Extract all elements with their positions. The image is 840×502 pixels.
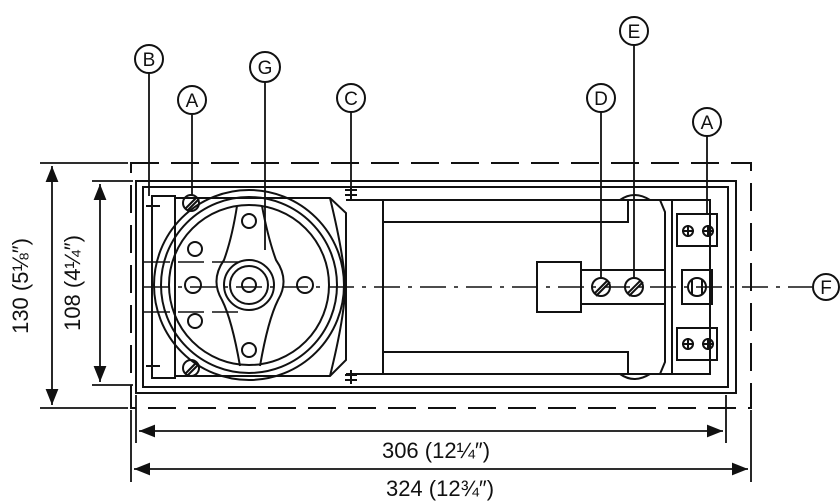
spring-body <box>146 194 718 380</box>
svg-text:A: A <box>701 113 714 134</box>
housing-outer <box>135 180 737 394</box>
leader-lines <box>148 45 708 278</box>
screw-bottom-left <box>182 359 200 377</box>
dimension-height-inner: 108 (4¼″) <box>60 235 85 331</box>
callout-c: C <box>336 83 366 113</box>
callout-g: G <box>249 51 281 83</box>
callout-a-right: A <box>692 107 722 137</box>
svg-text:G: G <box>258 58 273 79</box>
callouts: B A G C D E A F <box>134 16 840 301</box>
dimension-height-outer: 130 (5⅛″) <box>8 238 33 334</box>
callout-e: E <box>619 16 649 46</box>
callout-a-left: A <box>177 85 207 115</box>
svg-text:C: C <box>344 89 358 110</box>
dimension-width-outer: 324 (12¾″) <box>386 476 494 501</box>
callout-b: B <box>134 44 164 74</box>
dimension-lines <box>40 162 752 482</box>
svg-text:E: E <box>628 22 641 43</box>
centerlines <box>144 261 812 313</box>
svg-text:D: D <box>594 89 608 110</box>
cam-wheel <box>153 189 345 381</box>
screw-top-left <box>182 194 200 212</box>
dimension-width-inner: 306 (12¼″) <box>382 438 490 463</box>
callout-d: D <box>586 83 616 113</box>
cover-plate-outline <box>130 162 752 409</box>
svg-text:F: F <box>820 278 832 299</box>
svg-text:A: A <box>186 91 199 112</box>
housing-inner <box>142 186 729 388</box>
svg-text:B: B <box>143 50 156 71</box>
callout-f: F <box>812 273 840 301</box>
